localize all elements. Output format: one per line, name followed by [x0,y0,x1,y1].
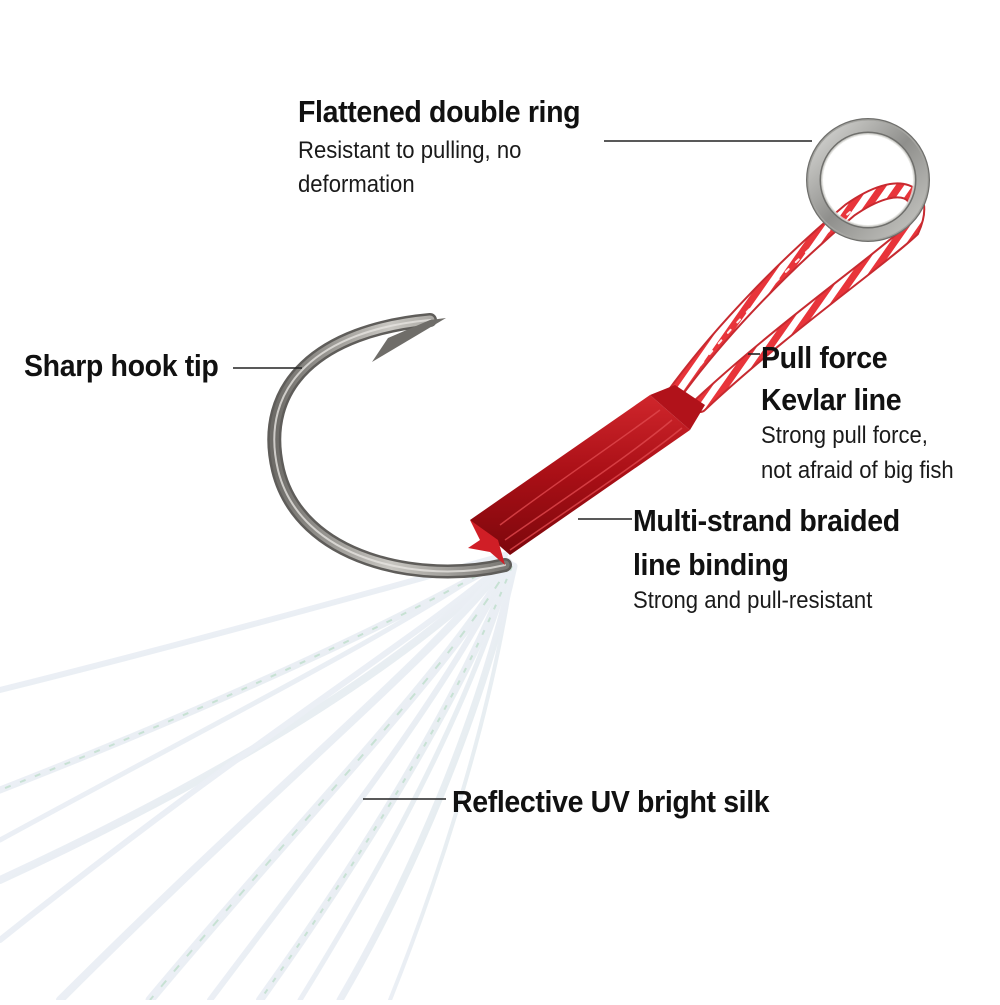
callout-title-line-2: line binding [633,546,789,582]
callout-title: Reflective UV bright silk [452,784,770,819]
hook [267,313,512,579]
callout-title-line-2: Kevlar line [761,381,902,417]
callout-binding: Multi-strand braided line binding Strong… [633,503,923,619]
split-ring [806,118,930,242]
callout-hook-tip: Sharp hook tip [24,348,235,384]
callout-uv-silk: Reflective UV bright silk [452,784,797,820]
callout-description-line-2: not afraid of big fish [761,457,954,485]
leader-lines [233,140,812,800]
callout-description: Strong and pull-resistant [633,587,873,615]
callout-description-line-1: Resistant to pulling, no [298,136,522,164]
callout-description-line-2: deformation [298,171,415,199]
callout-title: Flattened double ring [298,94,581,129]
callout-title-line-1: Pull force [761,340,888,375]
kevlar-loop [662,182,926,413]
callout-title-line-1: Multi-strand braided [633,503,900,538]
braided-binding [468,385,705,565]
callout-title: Sharp hook tip [24,348,219,383]
callout-kevlar-line: Pull force Kevlar line Strong pull force… [761,340,970,489]
uv-silk-strands [0,552,518,1005]
callout-description-line-1: Strong pull force, [761,422,928,450]
callout-double-ring: Flattened double ring Resistant to pulli… [298,94,605,203]
silk-highlights [0,559,513,1001]
hook-point [372,318,446,362]
